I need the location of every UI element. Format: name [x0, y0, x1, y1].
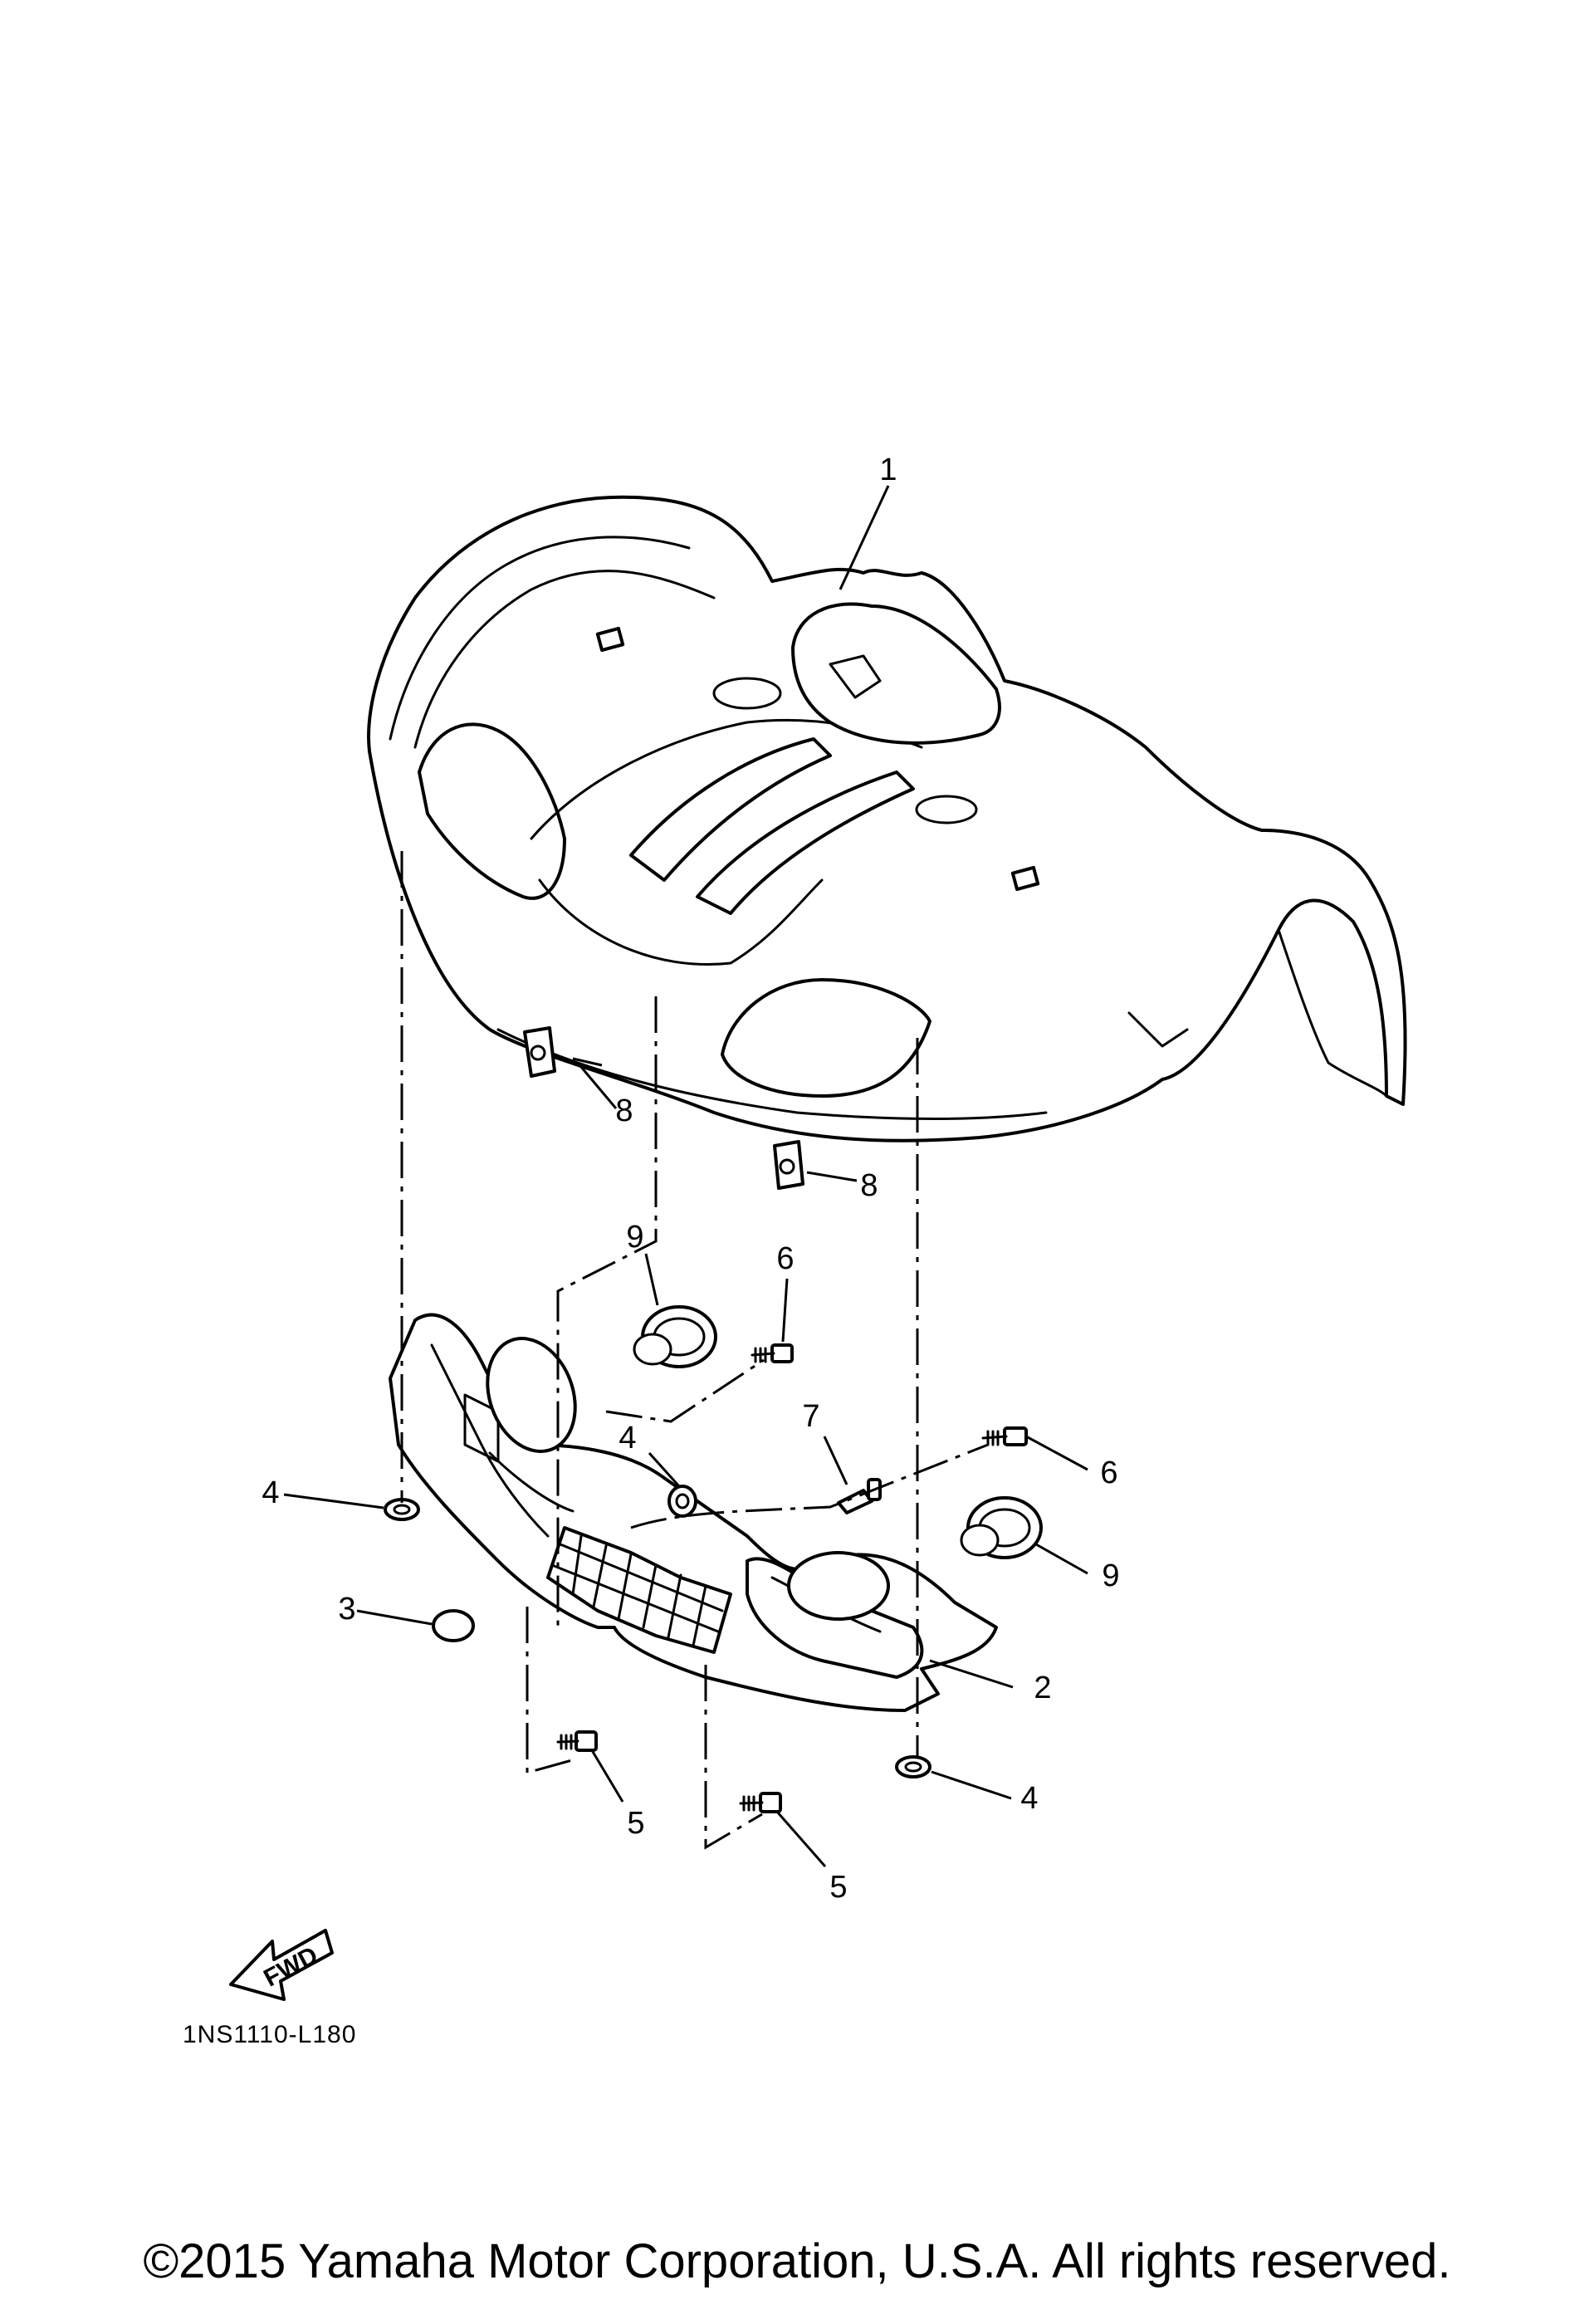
bracket-clip-left: [523, 1026, 556, 1078]
forward-arrow-icon: FWD: [229, 1929, 334, 2001]
callout-6-lower: 6: [1100, 1456, 1117, 1490]
washer-center: [667, 1485, 697, 1518]
bracket-clip-right: [773, 1140, 804, 1190]
callout-6-upper: 6: [776, 1241, 794, 1276]
callout-9-upper: 9: [626, 1220, 643, 1255]
callout-3: 3: [338, 1592, 355, 1627]
callout-2: 2: [1034, 1671, 1051, 1705]
callout-7: 7: [802, 1399, 819, 1434]
bolt-6-lower: [981, 1426, 1028, 1446]
callout-5-right: 5: [829, 1870, 847, 1905]
callout-5-left: 5: [627, 1806, 644, 1841]
bolt-5-right: [739, 1792, 782, 1813]
diagram-code: 1NS1110-L180: [183, 2021, 356, 2048]
grommet-upper: [633, 1305, 717, 1368]
assembly-lines: [400, 851, 989, 1850]
grommet-lower: [960, 1496, 1043, 1559]
callout-1: 1: [879, 453, 897, 487]
copyright-notice: ©2015 Yamaha Motor Corporation, U.S.A. A…: [143, 2234, 1451, 2288]
callout-8-right: 8: [860, 1168, 878, 1203]
bolt-5-left: [556, 1730, 598, 1752]
front-fender: [367, 495, 1407, 1142]
callout-4-center: 4: [619, 1421, 636, 1456]
cap-3: [432, 1609, 475, 1642]
bolt-6-upper: [751, 1343, 794, 1363]
callout-4-left: 4: [262, 1475, 279, 1510]
washer-right: [895, 1755, 931, 1778]
callout-labels: 1 8 8 9 6 7 6 4 4 9 3 2 4 5 5: [262, 453, 1119, 1905]
callout-9-lower: 9: [1102, 1558, 1119, 1593]
rivet-7: [837, 1478, 882, 1514]
washer-left: [384, 1498, 420, 1521]
leader-lines: [283, 485, 1088, 1867]
callout-4-right: 4: [1020, 1781, 1038, 1816]
callout-8-left: 8: [615, 1094, 633, 1128]
front-guard: [389, 1313, 998, 1712]
